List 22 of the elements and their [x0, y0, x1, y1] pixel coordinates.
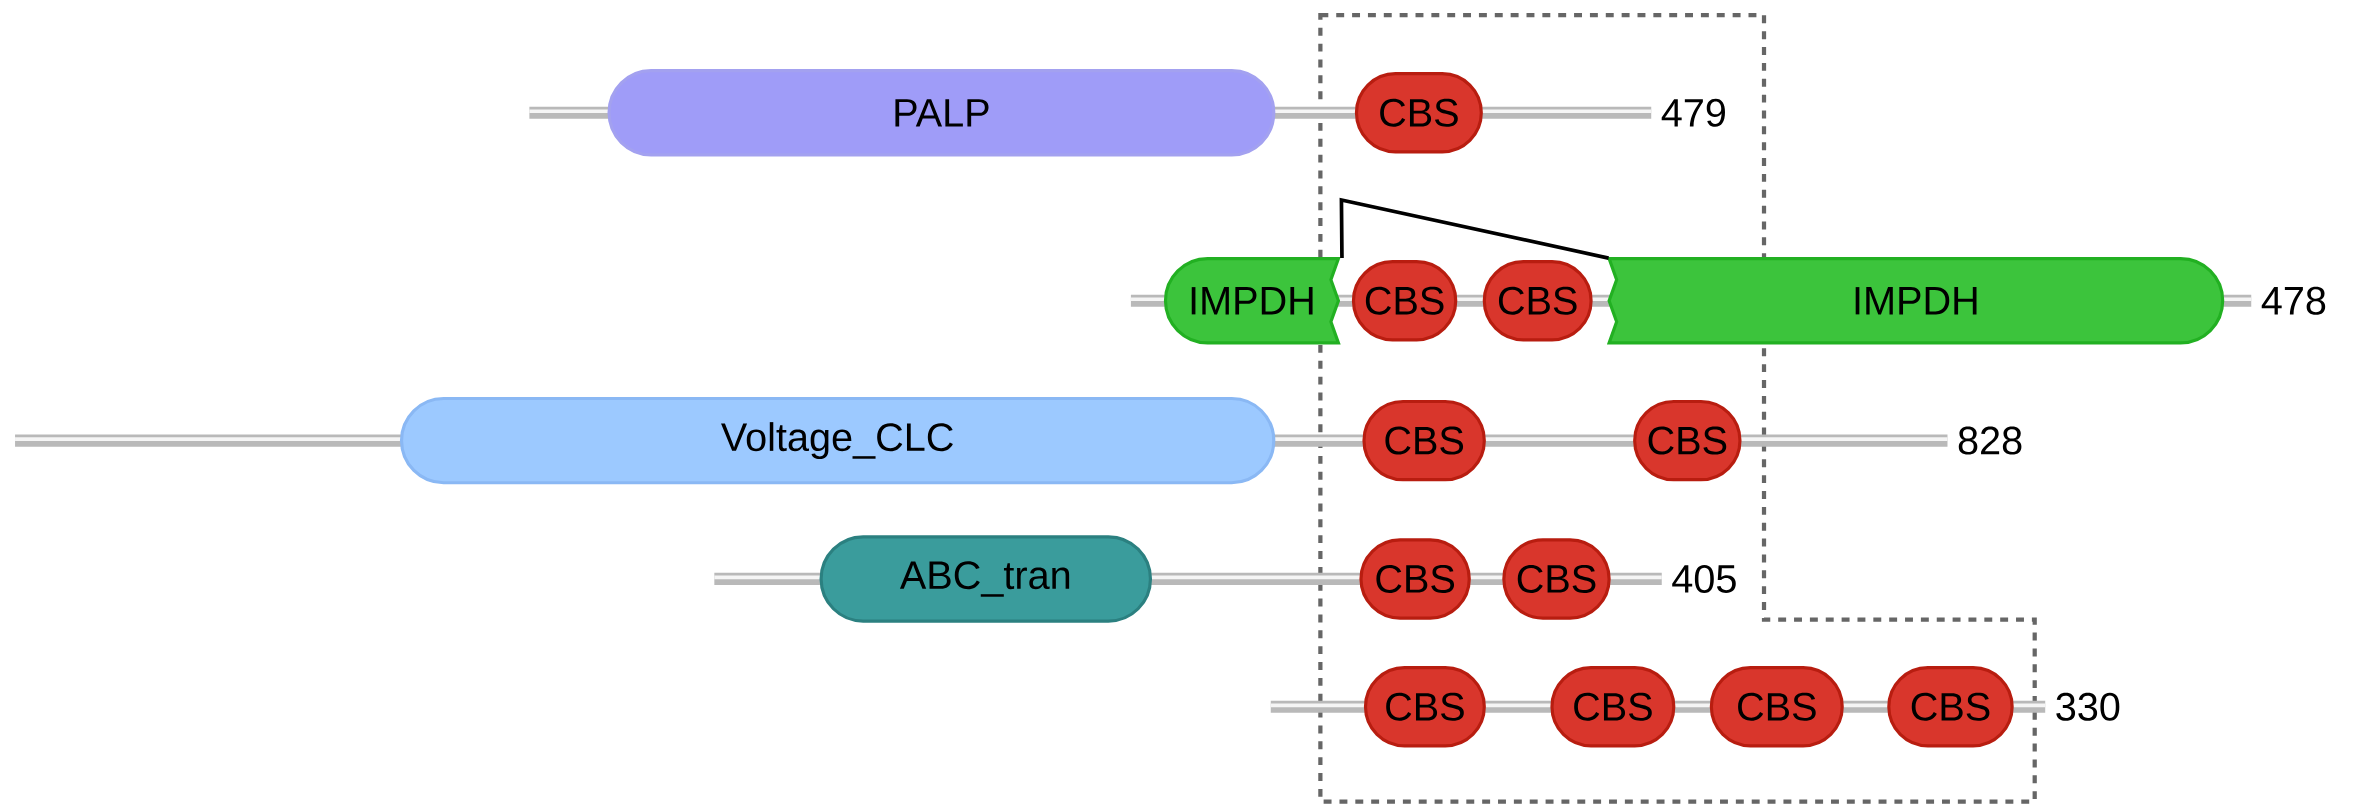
cbs-domain-pill: CBS — [1482, 260, 1593, 342]
domain-pill: Voltage_CLC — [399, 396, 1276, 485]
cbs-domain-pill: CBS — [1362, 399, 1486, 482]
sequence-length: 828 — [1958, 426, 2022, 455]
cbs-domain-pill: CBS — [1709, 666, 1844, 748]
cbs-domain-pill: CBS — [1363, 666, 1486, 748]
sequence-length: 330 — [2056, 692, 2120, 721]
cbs-domain-pill: CBS — [1359, 538, 1471, 620]
domain-pill: IMPDH — [1607, 257, 2225, 345]
cbs-domain-pill: CBS — [1633, 399, 1742, 482]
cbs-domain-pill: CBS — [1354, 72, 1483, 154]
domain-pill: PALP — [607, 69, 1276, 157]
cbs-domain-pill: CBS — [1502, 538, 1611, 620]
cbs-domain-pill: CBS — [1550, 666, 1676, 748]
sequence-length: 479 — [1661, 98, 1725, 127]
sequence-length: 478 — [2261, 286, 2326, 315]
domain-pill: IMPDH — [1163, 257, 1340, 345]
domain-pill: ABC_tran — [819, 535, 1153, 623]
bracket-line — [1339, 197, 1609, 260]
sequence-length: 405 — [1672, 564, 1736, 593]
cbs-domain-pill: CBS — [1887, 666, 2014, 748]
cbs-domain-pill: CBS — [1351, 260, 1458, 342]
